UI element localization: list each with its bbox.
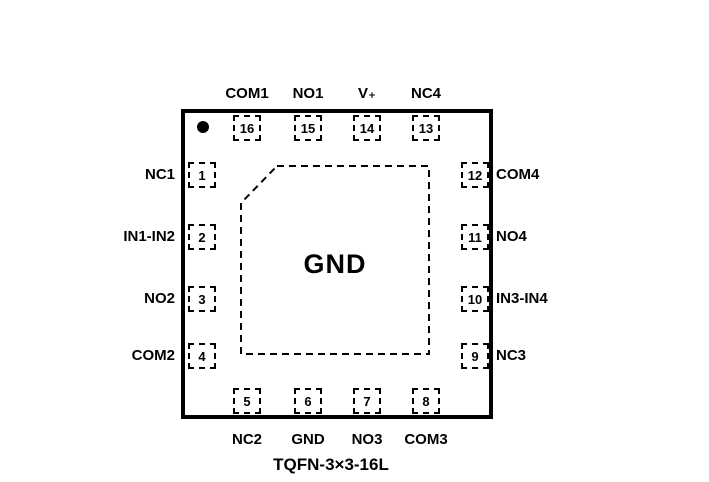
pin-label-nc4: NC4 — [410, 85, 442, 102]
pin-2-box: 2 — [188, 224, 216, 250]
pin-6-box: 6 — [294, 388, 322, 414]
pin-label-gnd: GND — [291, 431, 325, 448]
pin-label-no1: NO1 — [292, 85, 324, 102]
pin-label-in1-in2: IN1-IN2 — [123, 228, 175, 245]
pin-15-box: 15 — [294, 115, 322, 141]
pin-label-com2: COM2 — [131, 347, 175, 364]
pin-4-box: 4 — [188, 343, 216, 369]
pin-label-com1: COM1 — [225, 85, 269, 102]
pin-7-box: 7 — [353, 388, 381, 414]
pin-label-nc2: NC2 — [231, 431, 263, 448]
pin-13-box: 13 — [412, 115, 440, 141]
pin-11-box: 11 — [461, 224, 489, 250]
pin1-indicator-dot — [197, 121, 209, 133]
pin-label-nc3: NC3 — [496, 347, 527, 364]
pin-12-box: 12 — [461, 162, 489, 188]
pin-9-box: 9 — [461, 343, 489, 369]
pin-label-com3: COM3 — [404, 431, 448, 448]
pin-label-no4: NO4 — [496, 228, 527, 245]
pin-label-in3-in4: IN3-IN4 — [496, 290, 548, 307]
exposed-pad-label: GND — [303, 249, 367, 279]
package-title: TQFN-3×3-16L — [273, 455, 389, 474]
pin-label-nc1: NC1 — [144, 166, 175, 183]
pin-label-no3: NO3 — [351, 431, 383, 448]
pin-label-com4: COM4 — [496, 166, 540, 183]
pin-label-no2: NO2 — [144, 290, 175, 307]
pin-5-box: 5 — [233, 388, 261, 414]
pin-10-box: 10 — [461, 286, 489, 312]
package-outline — [181, 109, 493, 419]
pin-8-box: 8 — [412, 388, 440, 414]
pin-label-vplus: V₊ — [358, 85, 376, 102]
pin-3-box: 3 — [188, 286, 216, 312]
pin-14-box: 14 — [353, 115, 381, 141]
pin-16-box: 16 — [233, 115, 261, 141]
pin-1-box: 1 — [188, 162, 216, 188]
